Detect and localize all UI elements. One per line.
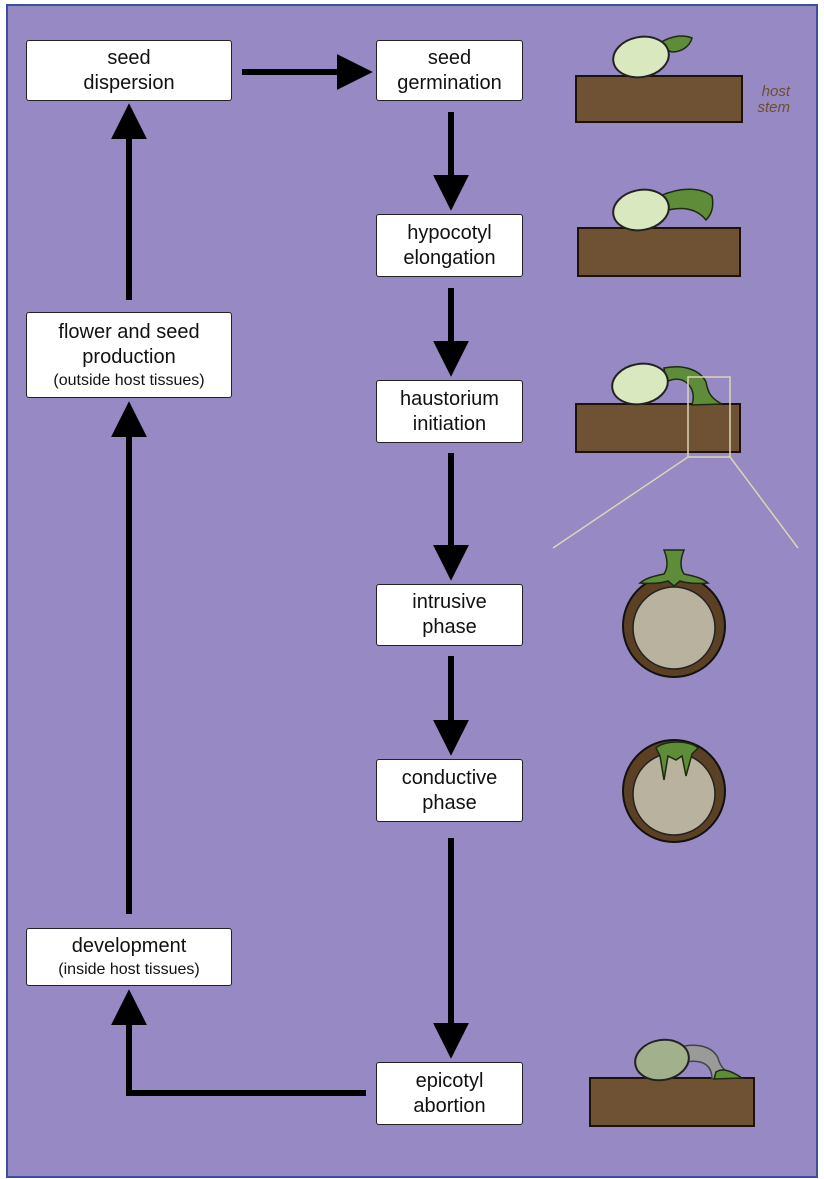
host-stem-label-line1: host	[761, 83, 790, 100]
zoom-box	[687, 376, 731, 458]
host-stem-label-line2: stem	[757, 99, 790, 116]
illustration-intrusive	[622, 549, 726, 678]
flow-arrows	[111, 54, 469, 1096]
stem-core	[632, 586, 716, 670]
node-label: seed	[427, 46, 472, 69]
node-label: haustorium	[400, 387, 499, 410]
node-label: production	[82, 345, 176, 368]
node-sublabel: (inside host tissues)	[58, 961, 200, 978]
node-label: abortion	[413, 1094, 486, 1117]
node-label: seed	[107, 46, 151, 69]
node-conductive-phase: conductive phase	[376, 759, 523, 822]
haustorium	[638, 549, 710, 587]
node-seed-dispersion: seed dispersion	[26, 40, 232, 101]
host-stem	[589, 1077, 755, 1127]
illustration-epicotyl	[589, 1038, 755, 1127]
node-label: development	[71, 935, 187, 957]
node-label: intrusive	[412, 591, 487, 613]
node-seed-germination: seed germination	[376, 40, 523, 101]
zoom-line-right	[729, 456, 799, 549]
node-flower-seed-production: flower and seed production (outside host…	[26, 312, 232, 398]
zoom-line-left	[552, 456, 689, 549]
host-stem-label: host stem	[742, 84, 790, 116]
haustorium-inside	[655, 741, 700, 781]
node-label: initiation	[412, 412, 487, 435]
node-label: phase	[422, 616, 477, 638]
host-stem	[575, 403, 741, 453]
host-stem	[577, 227, 741, 277]
node-intrusive-phase: intrusive phase	[376, 584, 523, 646]
arrow-epicotyl-to-development	[111, 989, 366, 1096]
illustration-conductive	[622, 739, 726, 843]
illustration-haustorium	[552, 362, 799, 549]
seed	[611, 362, 669, 406]
aborted-seed	[634, 1038, 690, 1082]
illustration-hypocotyl	[577, 188, 741, 277]
seed	[612, 35, 670, 79]
node-label: elongation	[403, 246, 496, 269]
haustorium-base	[712, 1069, 745, 1080]
node-label: germination	[397, 71, 502, 94]
node-label: hypocotyl	[407, 221, 492, 244]
node-label: epicotyl	[415, 1069, 484, 1092]
node-sublabel: (outside host tissues)	[53, 371, 205, 389]
node-hypocotyl-elongation: hypocotyl elongation	[376, 214, 523, 277]
stem-core	[632, 752, 716, 836]
node-development: development (inside host tissues)	[26, 928, 232, 986]
node-haustorium-initiation: haustorium initiation	[376, 380, 523, 443]
node-label: conductive	[401, 766, 498, 789]
hypocotyl	[658, 188, 714, 222]
hypocotyl-attached	[663, 366, 723, 406]
node-label: flower and seed	[58, 320, 200, 343]
node-label: phase	[422, 791, 477, 814]
node-epicotyl-abortion: epicotyl abortion	[376, 1062, 523, 1125]
seed	[612, 188, 670, 232]
host-stem	[575, 75, 743, 123]
node-label: dispersion	[83, 71, 175, 94]
illustration-germination	[575, 35, 743, 123]
